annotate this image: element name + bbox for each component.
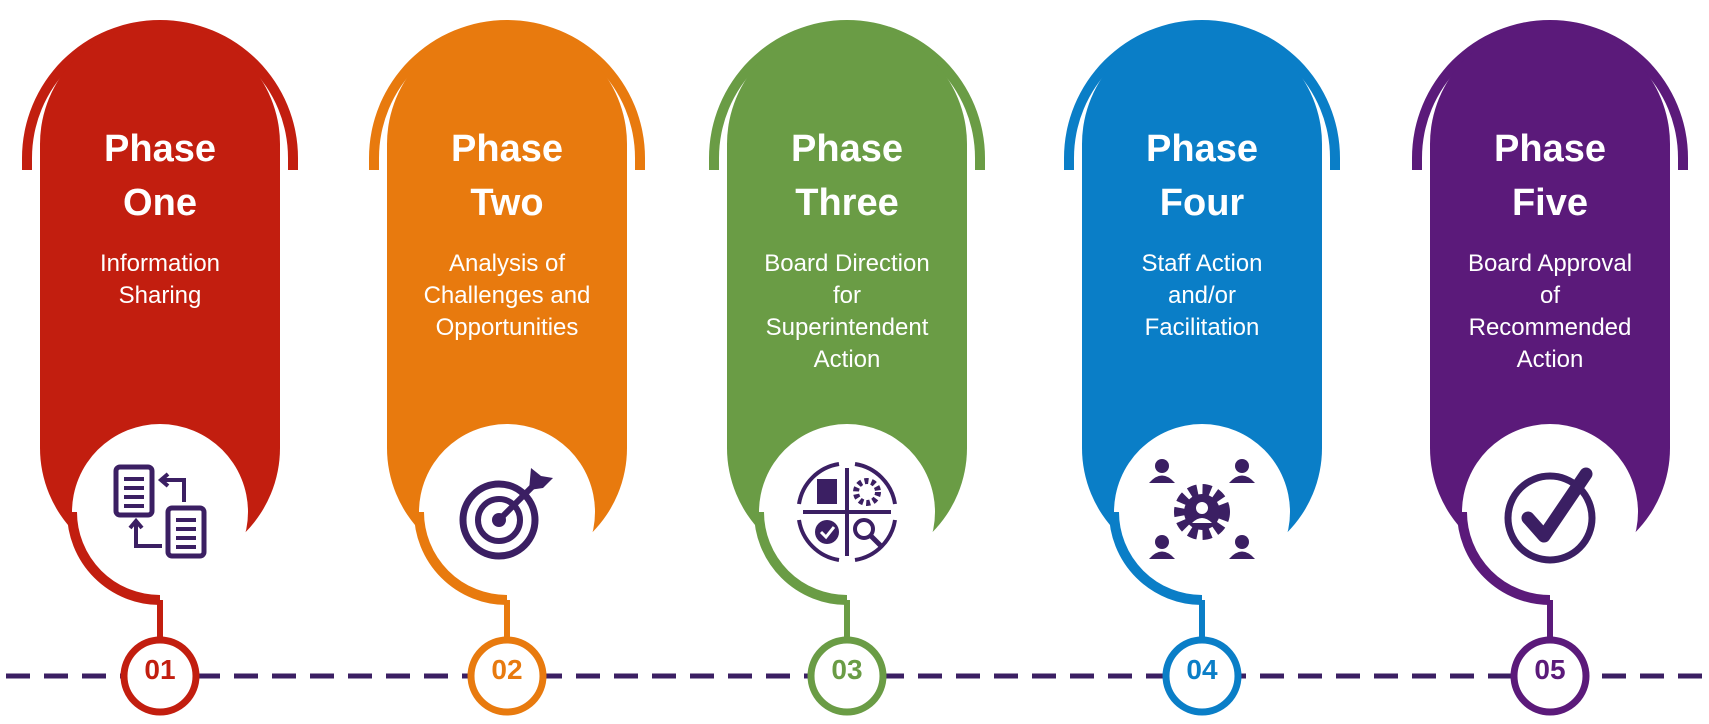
check-mark <box>1521 467 1593 543</box>
phase-2-description: Analysis of Challenges and Opportunities <box>423 250 591 341</box>
team-member-head <box>1235 459 1249 473</box>
phase-5-icon-arc <box>1457 511 1551 605</box>
phase-1-title-line2: One <box>123 182 197 224</box>
cycle-arc-1 <box>797 462 840 505</box>
team-member-body <box>1149 551 1175 559</box>
target-ring-middle <box>475 496 523 544</box>
phase-2-number: 02 <box>491 654 523 685</box>
phase-2-shape <box>369 20 645 716</box>
arrow-top-head <box>157 472 170 488</box>
phase-4-description: Staff Action and/or Facilitation <box>1141 250 1263 341</box>
phase-3-title-line2: Three <box>795 182 899 224</box>
phase-4-icon-arc <box>1109 511 1203 605</box>
phase-4-title: Phase Four <box>1082 122 1322 230</box>
process-cycle-icon <box>797 462 897 562</box>
phase-1-icon-arc <box>67 511 161 605</box>
phase-2-title-line2: Two <box>470 182 544 224</box>
team-member-body <box>1229 475 1255 483</box>
arrow-top <box>162 478 186 502</box>
phase-5-number: 05 <box>1534 654 1566 685</box>
arrow-bottom <box>134 522 162 548</box>
phase-2-title: Phase Two <box>387 122 627 230</box>
phase-3-shape <box>709 20 985 716</box>
phase-5-number-circle <box>1510 636 1590 716</box>
center-person-body <box>1192 518 1212 523</box>
phase-4-number-circle <box>1162 636 1242 716</box>
phase-3-text: Phase Three Board Direction for Superint… <box>727 122 967 376</box>
magnifier-lens <box>853 518 875 540</box>
document-b <box>165 505 207 559</box>
phase-5-description: Board Approval of Recommended Action <box>1467 250 1633 373</box>
phase-2-text: Phase Two Analysis of Challenges and Opp… <box>387 122 627 344</box>
phase-1-description: Information Sharing <box>99 250 221 309</box>
phase-1-shape <box>22 20 298 716</box>
team-member-body <box>1149 475 1175 483</box>
phase-3-description: Board Direction for Superintendent Actio… <box>764 250 930 373</box>
phase-1-icon-disc <box>86 438 234 586</box>
phase-2-title-line1: Phase <box>451 128 563 170</box>
team-member-head <box>1155 535 1169 549</box>
arrow-bottom-head <box>128 517 144 530</box>
phase-2-icon-arc <box>414 511 508 605</box>
team-member-head <box>1155 459 1169 473</box>
phase-2-number-circle <box>467 636 547 716</box>
phase-1-text: Phase One Information Sharing <box>40 122 280 312</box>
phase-4-pill <box>1082 24 1322 568</box>
phase-5-title-line1: Phase <box>1494 128 1606 170</box>
cycle-arc-3 <box>854 519 897 562</box>
phase-5-icon-disc <box>1476 438 1624 586</box>
check-circle <box>1504 472 1596 564</box>
phase-5-text: Phase Five Board Approval of Recommended… <box>1430 122 1670 376</box>
phase-1-number-circle <box>120 636 200 716</box>
phase-5-pill <box>1430 24 1670 568</box>
phase-4-title-line2: Four <box>1159 182 1245 224</box>
team-gear-icon <box>1149 459 1255 559</box>
arrow-fletching <box>529 468 553 490</box>
gear-teeth <box>1174 484 1230 540</box>
team-member-head <box>1235 535 1249 549</box>
phase-3-number: 03 <box>831 654 863 685</box>
mini-check-circle <box>815 520 839 544</box>
phase-1-pill <box>40 24 280 568</box>
target-arrow-icon <box>459 468 553 560</box>
mini-gear <box>853 478 881 506</box>
phase-5-title-line2: Five <box>1511 182 1589 224</box>
cycle-arc-2 <box>854 462 897 505</box>
mini-document <box>817 479 837 504</box>
center-person-head <box>1196 502 1208 514</box>
phase-1-title-line1: Phase <box>104 128 216 170</box>
phase-1-number: 01 <box>144 654 176 685</box>
phase-4-text: Phase Four Staff Action and/or Facilitat… <box>1082 122 1322 344</box>
phase-3-title: Phase Three <box>727 122 967 230</box>
phase-5-shape <box>1412 20 1688 716</box>
phase-5-title: Phase Five <box>1430 122 1670 230</box>
phase-1-title: Phase One <box>40 122 280 230</box>
phase-4-title-line1: Phase <box>1146 128 1258 170</box>
mini-check-mark <box>819 526 836 540</box>
team-member-body <box>1229 551 1255 559</box>
documents-exchange-icon <box>113 464 207 559</box>
target-ring-outer <box>459 480 539 560</box>
phase-4-number: 04 <box>1186 654 1218 685</box>
phase-shapes-group <box>22 20 1688 716</box>
phase-3-icon-arc <box>754 511 848 605</box>
cycle-arc-4 <box>797 519 840 562</box>
phase-3-number-circle <box>807 636 887 716</box>
document-a <box>113 464 155 518</box>
phase-4-shape <box>1064 20 1340 716</box>
phase-2-pill <box>387 24 627 568</box>
phase-3-pill <box>727 24 967 568</box>
magnifier-handle <box>869 534 883 548</box>
checkmark-circle-icon <box>1504 467 1596 564</box>
phase-3-title-line1: Phase <box>791 128 903 170</box>
